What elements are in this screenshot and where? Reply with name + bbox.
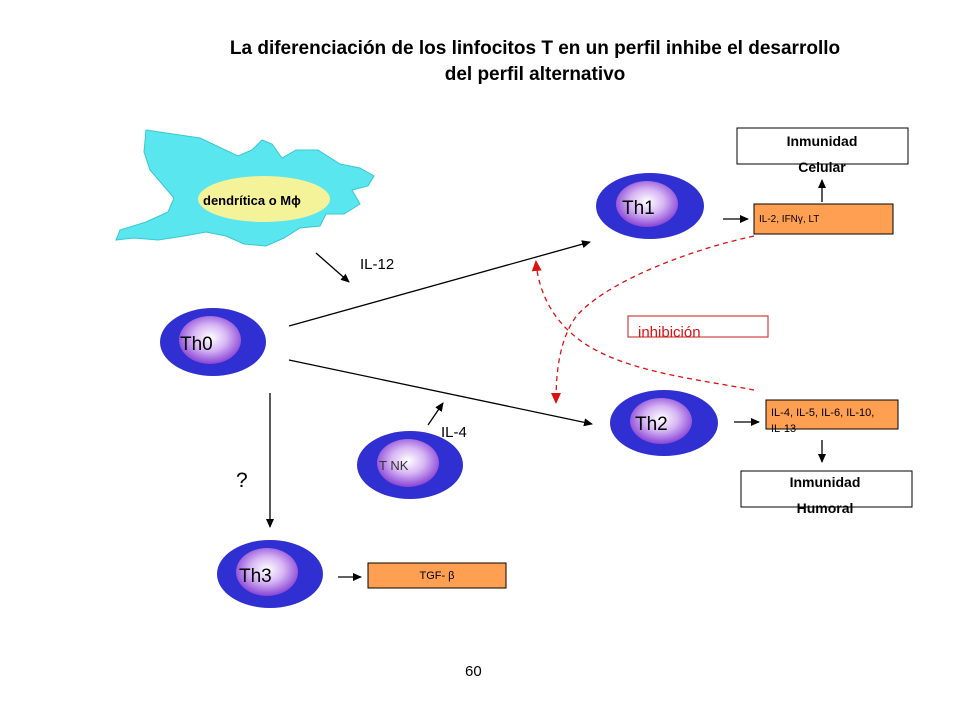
th1-cytokine-label: IL-2, IFNγ, LT bbox=[759, 214, 819, 225]
slide-title: La diferenciación de los linfocitos T en… bbox=[150, 36, 920, 88]
cell-th2-label: Th2 bbox=[635, 414, 668, 435]
dendritic-cell: dendrítica o Mϕ bbox=[115, 129, 375, 247]
th2-cytokine-line1: IL-4, IL-5, IL-6, IL-10, bbox=[771, 407, 874, 419]
dendritic-cell-label: dendrítica o Mϕ bbox=[203, 193, 301, 208]
cell-th0-label: Th0 bbox=[180, 334, 213, 355]
humoral-immunity-box bbox=[740, 470, 913, 508]
title-line-1: La diferenciación de los linfocitos T en… bbox=[229, 38, 841, 59]
cell-tnk-label: T NK bbox=[379, 458, 409, 473]
inhibition-arrow-th1-to-th2 bbox=[551, 235, 755, 404]
humoral-immunity-line1: Inmunidad bbox=[790, 474, 861, 490]
humoral-immunity-line2: Humoral bbox=[797, 500, 854, 516]
il4-label: IL-4 bbox=[441, 424, 467, 441]
cell-th1-label: Th1 bbox=[622, 198, 655, 219]
th2-cytokine-box bbox=[765, 399, 899, 430]
th2-cytokine-line2: IL-13 bbox=[771, 423, 796, 435]
cellular-immunity-line1: Inmunidad bbox=[787, 133, 858, 149]
cell-th3-label: Th3 bbox=[239, 566, 272, 587]
inhibition-box bbox=[627, 315, 769, 338]
th3-cytokine-label: TGF- β bbox=[419, 570, 454, 582]
inhibition-label: inhibición bbox=[638, 324, 701, 341]
il4-arrow bbox=[427, 402, 444, 426]
il12-arrow bbox=[315, 252, 350, 283]
il12-label: IL-12 bbox=[360, 256, 394, 273]
unknown-signal-label: ? bbox=[236, 469, 248, 492]
dendritic-cell-nucleus bbox=[198, 176, 330, 222]
th0-to-th1-arrow bbox=[288, 240, 591, 327]
th1-cytokine-box bbox=[753, 203, 894, 235]
cellular-immunity-line2: Celular bbox=[798, 159, 846, 175]
title-line-2: del perfil alternativo bbox=[444, 64, 626, 85]
inhibition-arrow-th2-to-th1 bbox=[531, 260, 755, 391]
cellular-immunity-box bbox=[736, 127, 909, 165]
cell-th2: Th2 bbox=[610, 390, 718, 456]
cell-th0: Th0 bbox=[160, 308, 266, 376]
th0-to-th2-arrow bbox=[288, 359, 593, 427]
page-number: 60 bbox=[465, 663, 482, 680]
th3-cytokine-box bbox=[367, 562, 507, 589]
cell-th1: Th1 bbox=[596, 173, 704, 239]
cell-tnk: T NK bbox=[357, 431, 463, 499]
cell-th3: Th3 bbox=[217, 540, 323, 608]
